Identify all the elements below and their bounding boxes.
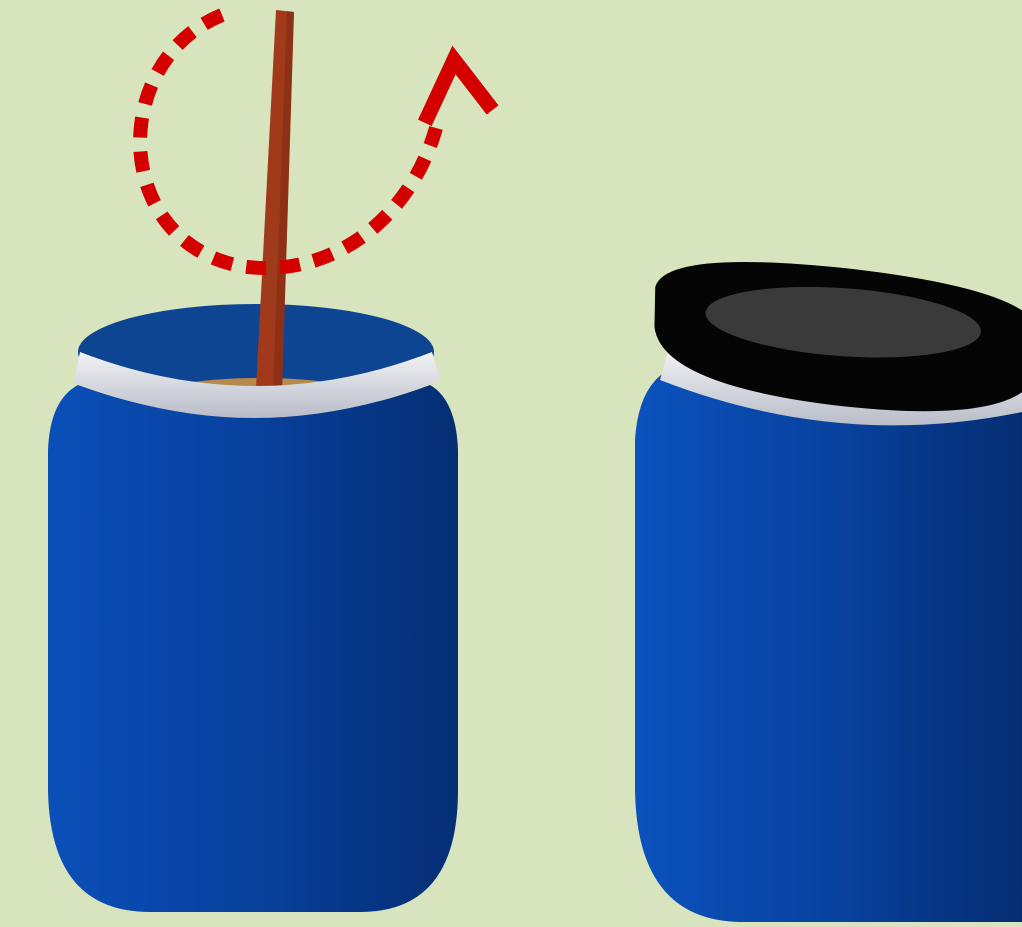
- arrowhead: [428, 60, 488, 116]
- closed-barrel: [635, 254, 1022, 922]
- stir-arrow-icon: [140, 15, 488, 268]
- open-barrel: [48, 10, 458, 912]
- barrel-body: [48, 385, 458, 912]
- barrel-body: [635, 372, 1022, 922]
